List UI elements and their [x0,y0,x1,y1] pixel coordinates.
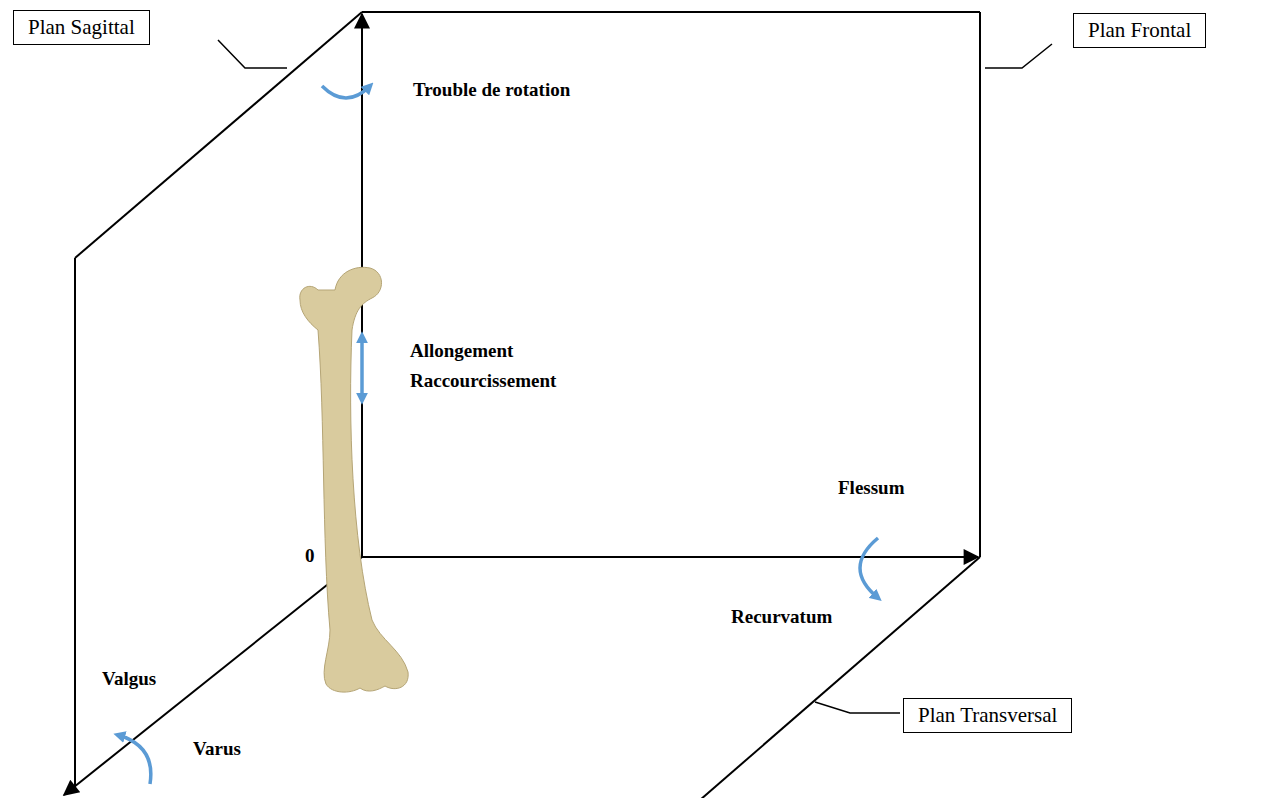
motion-label: Allongement Raccourcissement [410,336,600,396]
sagittal-plane-edge [74,258,76,792]
leader-line [218,40,287,68]
femur [300,267,408,692]
plane-label-box: Plan Frontal [1073,13,1206,48]
length-arrow [360,336,364,400]
transversal-plane-edge [700,557,980,798]
plane-label-box: Plan Sagittal [13,10,150,45]
motion-label: Valgus [102,668,156,691]
box-text: Plan Sagittal [28,15,135,40]
frontal-plane-edge [979,12,981,557]
leader-line [985,44,1052,68]
depth-axis [64,557,362,795]
origin-label: 0 [305,545,315,568]
planes [75,12,980,798]
frontal-plane-edge [362,11,980,13]
motion-label: Flessum [838,477,905,500]
motion-label: Varus [193,738,241,761]
motion-label: Recurvatum [731,606,832,629]
rotation-arrow [322,86,370,98]
varus-valgus-arrow [118,735,151,784]
sagittal-plane-edge [75,12,362,258]
box-text: Plan Frontal [1088,18,1191,43]
axes [64,14,978,795]
leader-line [815,702,900,713]
leader-lines [218,40,1052,713]
horizontal-axis [362,556,978,558]
plane-label-box: Plan Transversal [903,698,1072,733]
flexion-arrow [860,538,878,598]
motion-arrows [118,86,878,784]
motion-label: Trouble de rotation [413,79,570,102]
box-text: Plan Transversal [918,703,1057,728]
